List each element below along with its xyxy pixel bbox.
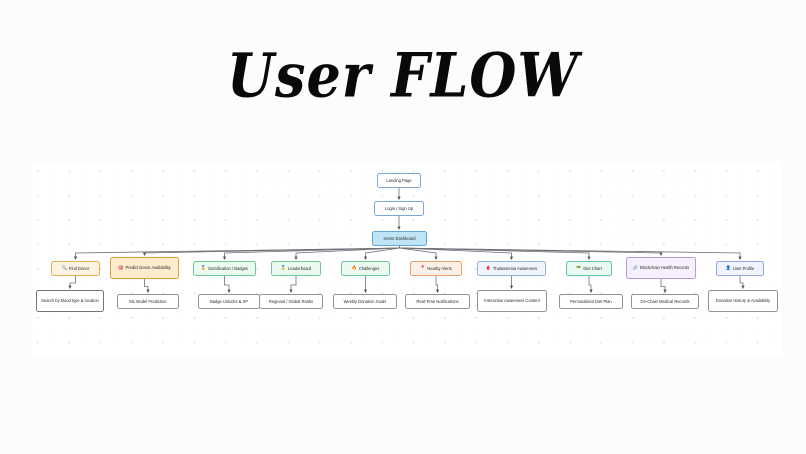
flow-node-donation-history[interactable]: Donation History & Availability bbox=[708, 290, 778, 312]
flow-node-label: User Profile bbox=[732, 265, 755, 271]
flow-node-gamification[interactable]: 🏅Gamification / Badges bbox=[193, 261, 256, 276]
flow-node-label: Real-Time Notifications bbox=[416, 298, 459, 304]
flow-edge bbox=[399, 246, 591, 260]
flow-edge bbox=[294, 246, 400, 260]
flow-edge bbox=[435, 276, 440, 293]
flow-edge bbox=[739, 276, 745, 289]
flow-edge bbox=[144, 279, 150, 293]
flow-node-label: Gamification / Badges bbox=[208, 265, 249, 271]
flow-node-label: Badge Unlocks & XP bbox=[209, 298, 248, 304]
flow-edge bbox=[399, 246, 663, 256]
flow-edge bbox=[399, 246, 438, 260]
flow-edge bbox=[588, 276, 593, 293]
flow-node-label: Predict Donor Availability bbox=[125, 265, 171, 271]
flow-node-label: Diet Chart bbox=[583, 265, 602, 271]
flow-edge bbox=[222, 246, 400, 260]
flow-node-thalassemia[interactable]: 🩸Thalassemia Awareness bbox=[477, 261, 546, 276]
flow-edge bbox=[224, 276, 231, 293]
flow-edge bbox=[399, 246, 514, 260]
flow-node-weekly-goals[interactable]: Weekly Donation Goals bbox=[333, 294, 397, 309]
flow-node-leaderboard[interactable]: 🥇Leaderboard bbox=[271, 261, 321, 276]
title-bar: User FLOW bbox=[0, 0, 806, 150]
flow-node-diet-plan[interactable]: Personalized Diet Plan bbox=[559, 294, 623, 309]
flow-node-label: Leaderboard bbox=[287, 265, 312, 271]
flow-edge bbox=[289, 276, 297, 293]
flow-node-label: On-Chain Medical Records bbox=[640, 298, 690, 304]
flow-node-global-ranks[interactable]: Regional / Global Ranks bbox=[259, 294, 323, 309]
flow-node-label: Search by blood type & location bbox=[41, 298, 99, 304]
flow-node-predict-donor[interactable]: 🎯Predict Donor Availability bbox=[110, 257, 179, 279]
flow-node-label: Landing Page bbox=[386, 177, 412, 183]
flow-node-label: Interactive Awareness Content bbox=[484, 298, 540, 304]
flow-edge bbox=[142, 246, 400, 256]
flow-node-dashboard[interactable]: Home Dashboard bbox=[372, 231, 427, 246]
flow-node-label: Find Donor bbox=[68, 265, 90, 271]
user-profile-icon: 👤 bbox=[725, 265, 732, 271]
flow-node-label: Thalassemia Awareness bbox=[492, 265, 538, 271]
flow-node-onchain-records[interactable]: On-Chain Medical Records bbox=[631, 294, 699, 309]
flow-node-realtime-notif[interactable]: Real-Time Notifications bbox=[405, 294, 470, 309]
find-donor-icon: 🔍 bbox=[61, 265, 68, 271]
flow-node-label: Challenges bbox=[358, 265, 380, 271]
flow-node-challenges[interactable]: 🔥Challenges bbox=[341, 261, 390, 276]
thalassemia-icon: 🩸 bbox=[485, 265, 492, 271]
flow-node-label: Weekly Donation Goals bbox=[343, 298, 387, 304]
flow-node-landing[interactable]: Landing Page bbox=[377, 173, 421, 188]
flow-edge bbox=[660, 279, 667, 293]
predict-donor-icon: 🎯 bbox=[118, 264, 124, 270]
flow-edge bbox=[68, 276, 76, 289]
flow-node-label: Nearby Alerts bbox=[427, 265, 452, 271]
flow-node-label: Donation History & Availability bbox=[715, 298, 771, 304]
flow-node-nearby-alerts[interactable]: 📍Nearby Alerts bbox=[410, 261, 462, 276]
flow-node-user-profile[interactable]: 👤User Profile bbox=[716, 261, 764, 276]
flow-node-diet-chart[interactable]: 🥗Diet Chart bbox=[566, 261, 612, 276]
page-title: User FLOW bbox=[226, 39, 580, 111]
flow-node-badge-unlocks[interactable]: Badge Unlocks & XP bbox=[198, 294, 260, 309]
blockchain-icon: 🔗 bbox=[632, 264, 639, 270]
flow-node-label: Personalized Diet Plan bbox=[570, 298, 612, 304]
flow-node-label: ML Model Prediction bbox=[129, 298, 167, 304]
flow-node-label: Regional / Global Ranks bbox=[268, 298, 314, 304]
flow-node-label: Blockchain Health Records bbox=[640, 265, 690, 271]
flow-node-blockchain[interactable]: 🔗Blockchain Health Records bbox=[626, 257, 696, 279]
leaderboard-icon: 🥇 bbox=[280, 265, 287, 271]
flow-node-search-blood[interactable]: Search by blood type & location bbox=[36, 290, 104, 312]
flow-node-label: Home Dashboard bbox=[383, 235, 416, 241]
flow-node-find-donor[interactable]: 🔍Find Donor bbox=[51, 261, 100, 276]
challenges-icon: 🔥 bbox=[351, 265, 358, 271]
flow-edge bbox=[363, 246, 400, 260]
flow-node-awareness-content[interactable]: Interactive Awareness Content bbox=[477, 290, 547, 312]
flow-node-login[interactable]: Login / Sign Up bbox=[374, 201, 424, 216]
flow-node-label: Login / Sign Up bbox=[385, 205, 413, 211]
nearby-alerts-icon: 📍 bbox=[420, 265, 426, 271]
diet-chart-icon: 🥗 bbox=[576, 265, 582, 271]
gamification-icon: 🏅 bbox=[200, 265, 207, 271]
flow-node-ml-prediction[interactable]: ML Model Prediction bbox=[117, 294, 179, 309]
